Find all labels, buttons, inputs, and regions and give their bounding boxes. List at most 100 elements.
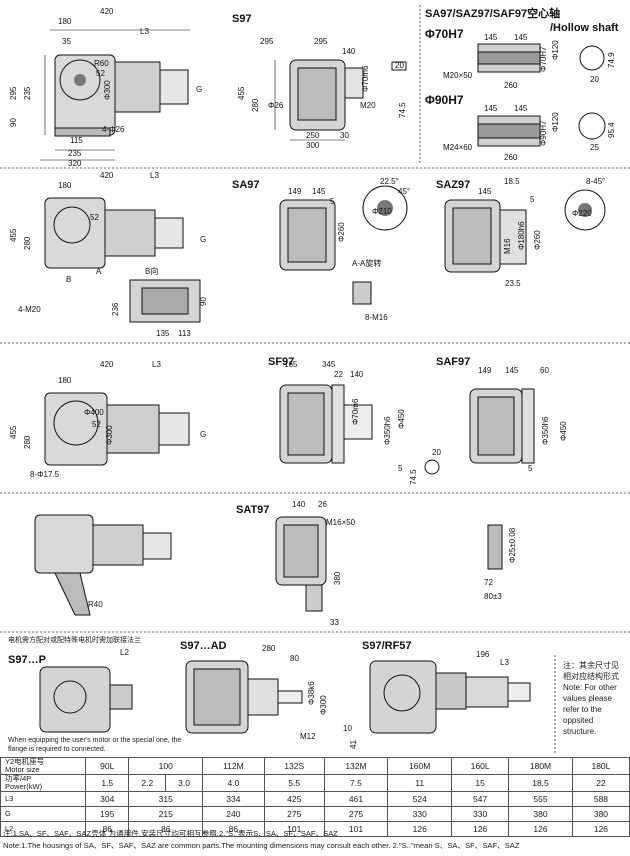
sa97-mid-8m16: 8-M16: [365, 313, 388, 322]
s97-mid-280: 280: [251, 98, 260, 112]
power-cn: 功率/4P: [5, 774, 32, 783]
side-note-cn: 注：其余尺寸见相对应结构形式: [563, 661, 619, 681]
motor-90l: 90L: [84, 757, 130, 775]
sf97-mid-phi350: Φ350h6: [383, 416, 392, 445]
l3-160m: 524: [387, 791, 453, 807]
power-18-5: 18.5: [508, 774, 573, 792]
l3-160l: 547: [451, 791, 510, 807]
l3-112m: 334: [201, 791, 265, 807]
footnote-en: Note:1.The housings of SA、SF、SAF、SAZ are…: [3, 841, 520, 850]
power-1-5: 1.5: [84, 774, 130, 792]
power-11: 11: [387, 774, 453, 792]
power-3-0: 3.0: [165, 774, 203, 792]
s97-ad-phi300: Φ300: [319, 695, 328, 715]
motor-112m: 112M: [201, 757, 265, 775]
hollow90-m24: M24×60: [443, 143, 473, 152]
saz97-title: SAZ97: [436, 179, 470, 191]
s97-rf57-drawing: [369, 660, 531, 734]
g-180m: 380: [508, 806, 573, 822]
motor-180l: 180L: [571, 757, 630, 775]
motor-132m: 132M: [323, 757, 389, 775]
row-label-g: G: [0, 806, 86, 822]
s97-dim-320: 320: [68, 159, 82, 168]
table-row-l3: L3 304 315 334 425 461 524 547 555 588: [0, 791, 630, 807]
s97-mid-250: 250: [306, 131, 320, 140]
sa97-dim-a: A: [96, 267, 102, 276]
sat97-80: 80±3: [484, 592, 502, 601]
l2-180m: 126: [508, 821, 573, 837]
saf97-front-view: [469, 388, 535, 464]
saf97-145: 145: [505, 366, 519, 375]
sat97-72: 72: [484, 578, 493, 587]
power-15: 15: [451, 774, 510, 792]
g-160m: 330: [387, 806, 453, 822]
sf97-dim-g: G: [200, 430, 206, 439]
l3-132s: 425: [263, 791, 325, 807]
s97-ad-m12: M12: [300, 732, 316, 741]
saf97-60: 60: [540, 366, 549, 375]
s97-dim-235: 235: [23, 86, 32, 100]
sf97-mid-phi70: Φ70m6: [351, 398, 360, 425]
sa97-dim-l3: L3: [150, 171, 159, 180]
power-en: Power(kW): [5, 782, 43, 791]
s97-mid-74-5: 74.5: [398, 102, 407, 118]
row-label-l3: L3: [0, 791, 86, 807]
s97-dim-235b: 235: [68, 149, 82, 158]
hollow90-phi120: Φ120: [551, 112, 560, 132]
footnote-cn: 注:1.SA、SF、SAF、SAZ壳体 为通用件,安装尺寸均可相互参照.2."S…: [3, 829, 338, 838]
s97-front-view: [274, 59, 407, 141]
l2-90l: 86: [84, 821, 130, 837]
g-100: 215: [128, 806, 203, 822]
s97-ad-41: 41: [349, 740, 358, 749]
sa97-dim-135: 135: [156, 329, 170, 338]
s97-rf57-title: S97/RF57: [362, 640, 412, 652]
hollow-shaft-90-drawing: [477, 112, 606, 147]
sa97-section: 420 180 L3 455 280 G B A B向 4-M20 236 90…: [0, 171, 630, 344]
adapter-section: S97…P L2 S97…AD 280 80 Φ38k6 Φ300 M12 10…: [8, 640, 556, 755]
hollow70-74-9: 74.9: [607, 52, 616, 68]
sf97-dim-l3: L3: [152, 360, 161, 369]
s97-ad-phi38: Φ38k6: [307, 681, 316, 705]
saz97-23-5: 23.5: [505, 279, 521, 288]
s97-mid-m20: M20: [360, 101, 376, 110]
sf97-title: SF97: [268, 356, 294, 368]
sf97-mid-345: 345: [322, 360, 336, 369]
footnotes: 注:1.SA、SF、SAF、SAZ壳体 为通用件,安装尺寸均可相互参照.2."S…: [3, 828, 520, 852]
sa97-mid-phi210: Φ210: [372, 207, 392, 216]
saz97-phi260: Φ260: [533, 230, 542, 250]
sa97-dim-52: 52: [90, 213, 99, 222]
sat97-33: 33: [330, 618, 339, 627]
sat97-m16x50: M16×50: [326, 518, 356, 527]
sf97-mid-74-5: 74.5: [409, 469, 418, 485]
sf97-side-view: [44, 392, 190, 466]
sat97-380: 380: [333, 571, 342, 585]
saf97-149: 149: [478, 366, 492, 375]
sat97-r40: R40: [88, 600, 103, 609]
sa97-title: SA97: [232, 179, 260, 191]
saz97-phi180: Φ180h6: [517, 221, 526, 250]
s97-mid-30: 30: [340, 131, 349, 140]
sa97-mid-45: 45°: [398, 187, 410, 196]
l2-160l: 126: [451, 821, 510, 837]
table-row-l2: L2 86 86 86 101 101 126 126 126 126: [0, 821, 630, 837]
s97-mid-phi26: Φ26: [268, 101, 284, 110]
sa97-dim-b-view: B向: [145, 266, 158, 276]
sa97-dim-455: 455: [9, 228, 18, 242]
sf97-section: 420 180 L3 455 280 G 8-Φ17.5 Φ400 52 Φ30…: [0, 356, 630, 494]
s97-mid-300: 300: [306, 141, 320, 150]
l2-160m: 126: [387, 821, 453, 837]
row-label-l2: L2: [0, 821, 86, 837]
sf97-mid-140: 140: [350, 370, 364, 379]
s97-mid-295a: 295: [260, 37, 274, 46]
hollow90-145a: 145: [484, 104, 498, 113]
l2-180l: 126: [571, 821, 630, 837]
s97-ad-10: 10: [343, 724, 352, 733]
sa97-dim-b: B: [66, 275, 71, 284]
hollow-d70-title: Φ70H7: [425, 27, 464, 41]
motor-size-en: Motor size: [5, 765, 40, 774]
l3-90l: 304: [84, 791, 130, 807]
sf97-dim-phi300: Φ300: [105, 425, 114, 445]
hollow-d90-title: Φ90H7: [425, 93, 464, 107]
sa97-dim-280: 280: [23, 236, 32, 250]
